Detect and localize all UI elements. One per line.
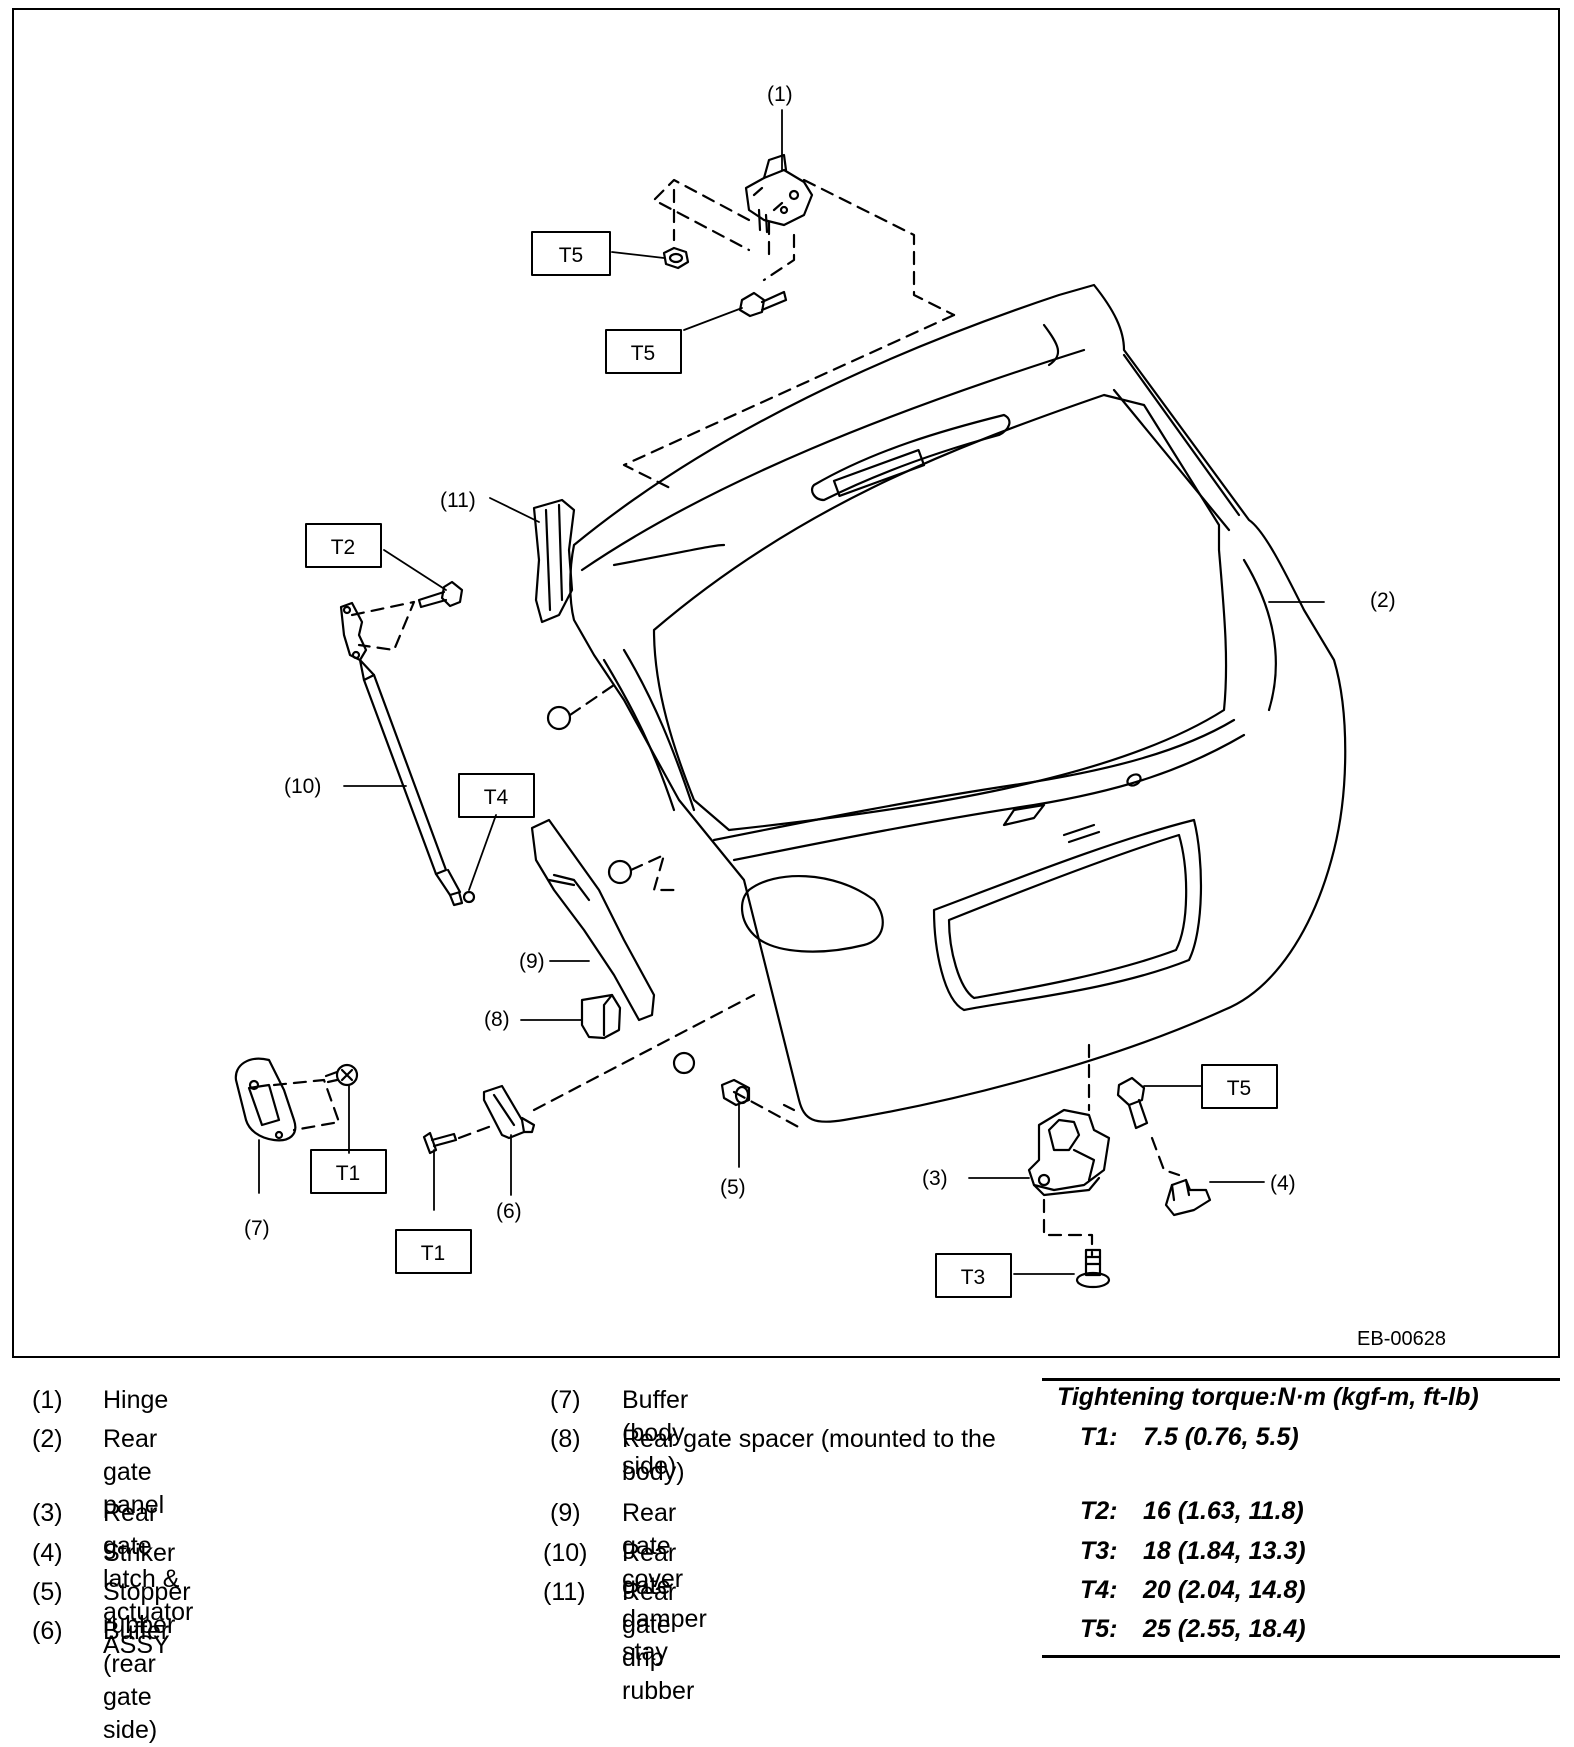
hinge	[744, 153, 814, 234]
torque-value: 18 (1.84, 13.3)	[1143, 1537, 1306, 1565]
exploded-diagram: (1) (2) (3) (4) (5) (6) (7) (8) (9) (10)…	[12, 8, 1560, 1358]
buffer-body-screw	[324, 1063, 359, 1087]
grommet-holes	[546, 705, 696, 1075]
torque-box-label: T5	[631, 342, 656, 365]
torque-id: T2:	[1080, 1497, 1118, 1525]
legend-num: (3)	[32, 1499, 63, 1527]
stopper-rubber	[720, 1078, 751, 1107]
torque-top-rule	[1042, 1378, 1560, 1381]
legend-text: Rear gate panel	[103, 1425, 165, 1519]
buffer-body-dashed-lines	[272, 1078, 341, 1132]
legend-text: Stopper rubber	[103, 1578, 191, 1639]
torque-box-label: T5	[559, 244, 584, 267]
callout-labels: (1) (2) (3) (4) (5) (6) (7) (8) (9) (10)…	[244, 83, 1446, 1350]
torque-box-label: T5	[1227, 1077, 1252, 1100]
torque-box-label: T1	[421, 1242, 446, 1265]
legend-num: (1)	[32, 1386, 63, 1414]
damper-dashed-lines	[350, 600, 416, 652]
legend-num: (4)	[32, 1539, 63, 1567]
striker-dashed-lines	[1150, 1136, 1181, 1177]
diagram-code: EB-00628	[1357, 1328, 1446, 1350]
legend-text: Rear gate spacer (mounted to the body)	[622, 1425, 996, 1486]
hinge-dashed-lines	[622, 178, 956, 492]
callout-11: (11)	[440, 489, 476, 512]
legend-text: Hinge	[103, 1386, 169, 1414]
legend-text: Striker	[103, 1539, 176, 1567]
torque-id: T4:	[1080, 1576, 1118, 1604]
legend-num: (6)	[32, 1617, 63, 1645]
callout-1: (1)	[767, 83, 793, 106]
callout-10: (10)	[284, 775, 321, 798]
torque-id: T1:	[1080, 1423, 1118, 1451]
torque-value: 16 (1.63, 11.8)	[1143, 1497, 1304, 1525]
latch-bolt	[1075, 1248, 1111, 1289]
rear-gate-drawing: (1) (2) (3) (4) (5) (6) (7) (8) (9) (10)…	[234, 83, 1446, 1350]
legend-num: (10)	[543, 1539, 588, 1567]
callout-4: (4)	[1270, 1172, 1296, 1195]
legend-text: Rear gate drip rubber	[622, 1578, 695, 1705]
buffer-gate-screw	[422, 1131, 458, 1155]
legend-text: Buffer (body side)	[622, 1386, 689, 1480]
callout-8: (8)	[484, 1008, 510, 1031]
hinge-bolt	[738, 290, 788, 318]
torque-box-label: T1	[336, 1162, 361, 1185]
buffer-gate-side	[482, 1084, 536, 1140]
latch-actuator	[1027, 1108, 1111, 1197]
rear-gate-cover	[530, 818, 656, 1022]
legend-num: (9)	[550, 1499, 581, 1527]
buffer-body-side	[234, 1057, 297, 1142]
torque-box-label: T2	[331, 536, 356, 559]
legend-num: (5)	[32, 1578, 63, 1606]
legend-num: (7)	[550, 1386, 581, 1414]
torque-value: 7.5 (0.76, 5.5)	[1143, 1423, 1299, 1451]
callout-9: (9)	[519, 950, 545, 973]
callout-6: (6)	[496, 1200, 522, 1223]
torque-bottom-rule	[1042, 1655, 1560, 1658]
legend-text: Rear gate damper stay	[622, 1539, 707, 1666]
torque-id: T3:	[1080, 1537, 1118, 1565]
striker	[1164, 1178, 1212, 1217]
legend-text: Buffer (rear gate side)	[103, 1617, 170, 1744]
drip-rubber	[532, 498, 576, 624]
legend-text: Rear gate latch & actuator ASSY	[103, 1499, 194, 1659]
damper-stay	[339, 601, 476, 907]
torque-value: 25 (2.55, 18.4)	[1143, 1615, 1306, 1643]
latch-dashed-lines	[1042, 1043, 1094, 1257]
hinge-nut	[662, 246, 690, 270]
callout-5: (5)	[720, 1176, 746, 1199]
leader-lines	[258, 109, 1325, 1275]
rear-gate-panel	[569, 283, 1347, 1123]
torque-box-label: T4	[484, 786, 509, 809]
legend-num: (2)	[32, 1425, 63, 1453]
torque-heading: Tightening torque:N·m (kgf-m, ft-lb)	[1057, 1383, 1479, 1411]
torque-box-label: T3	[961, 1266, 986, 1289]
torque-value: 20 (2.04, 14.8)	[1143, 1576, 1306, 1604]
torque-id: T5:	[1080, 1615, 1118, 1643]
striker-bolt	[1116, 1076, 1149, 1130]
callout-3: (3)	[922, 1167, 948, 1190]
legend-num: (8)	[550, 1425, 581, 1453]
callout-2: (2)	[1370, 589, 1396, 612]
callout-7: (7)	[244, 1217, 270, 1240]
legend-text: Rear gate cover	[622, 1499, 684, 1593]
buffer-gate-dashed-lines	[457, 993, 756, 1140]
torque-boxes	[305, 231, 1278, 1298]
legend-num: (11)	[543, 1578, 586, 1606]
rear-gate-spacer	[580, 993, 622, 1040]
grommet-dashed-lines	[568, 683, 806, 1132]
damper-bolt	[417, 580, 464, 609]
